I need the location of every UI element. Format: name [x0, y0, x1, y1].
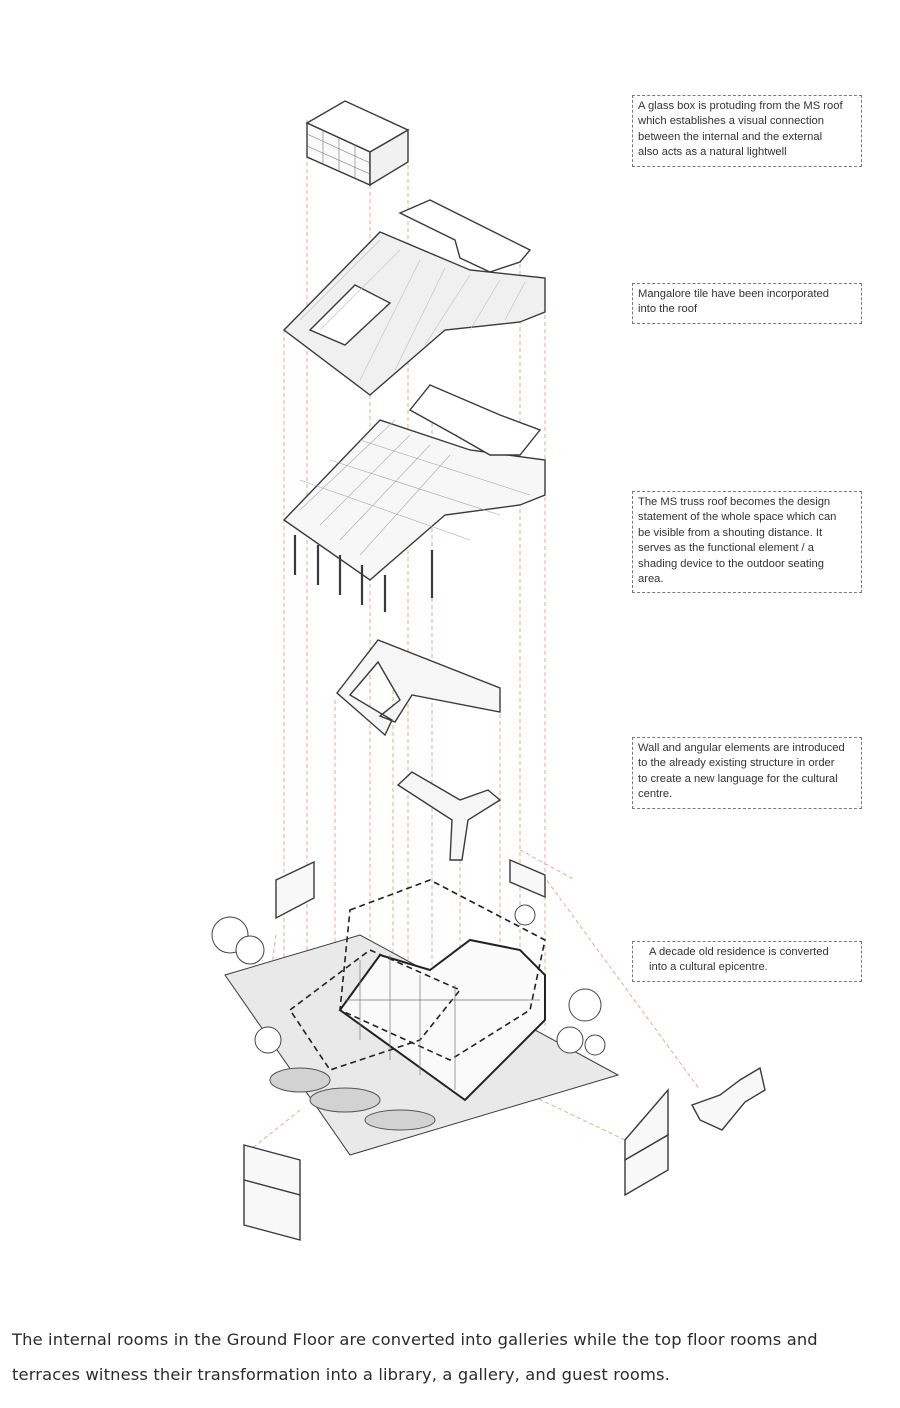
annotation-residence: A decade old residence is converted into…: [632, 941, 862, 982]
ground-site: [211, 879, 620, 1156]
angular-walls: [336, 639, 502, 861]
annotation-line: serves as the functional element / a: [638, 542, 814, 555]
ms-truss-roof: [282, 384, 546, 612]
peripheral-panels: [243, 858, 766, 1241]
exploded-axonometric-diagram: [211, 100, 766, 1241]
annotation-line: Wall and angular elements are introduced: [638, 742, 845, 754]
annotation-line: statement of the whole space which can: [638, 511, 837, 524]
annotation-mangalore-tile: Mangalore tile have been incorporated in…: [632, 283, 862, 324]
annotation-line: shading device to the outdoor seating: [638, 557, 824, 570]
annotation-ms-truss: The MS truss roof becomes the design sta…: [632, 491, 862, 594]
caption-line: terraces witness their transformation in…: [12, 1365, 670, 1384]
annotation-line: also acts as a natural lightwell: [638, 146, 787, 159]
annotation-line: A decade old residence is converted: [649, 946, 829, 958]
mangalore-tile-roof: [282, 199, 546, 396]
annotation-line: into the roof: [638, 303, 698, 316]
caption: The internal rooms in the Ground Floor a…: [12, 1322, 892, 1392]
annotation-line: to create a new language for the cultura…: [638, 772, 838, 785]
annotation-walls: Wall and angular elements are introduced…: [632, 737, 862, 809]
annotation-line: A glass box is protuding from the MS roo…: [638, 100, 843, 112]
annotation-line: The MS truss roof becomes the design: [638, 496, 831, 508]
annotation-glass-box: A glass box is protuding from the MS roo…: [632, 95, 862, 167]
annotation-line: into a cultural epicentre.: [649, 961, 768, 974]
annotation-line: to the already existing structure in ord…: [638, 757, 835, 770]
annotation-line: which establishes a visual connection: [638, 115, 824, 128]
annotation-line: Mangalore tile have been incorporated: [638, 288, 829, 300]
caption-line: The internal rooms in the Ground Floor a…: [12, 1330, 818, 1349]
glass-box: [305, 100, 410, 187]
annotation-line: centre.: [638, 788, 673, 801]
annotation-line: area.: [638, 573, 664, 586]
annotation-line: between the internal and the external: [638, 130, 823, 143]
annotation-line: be visible from a shouting distance. It: [638, 526, 823, 539]
